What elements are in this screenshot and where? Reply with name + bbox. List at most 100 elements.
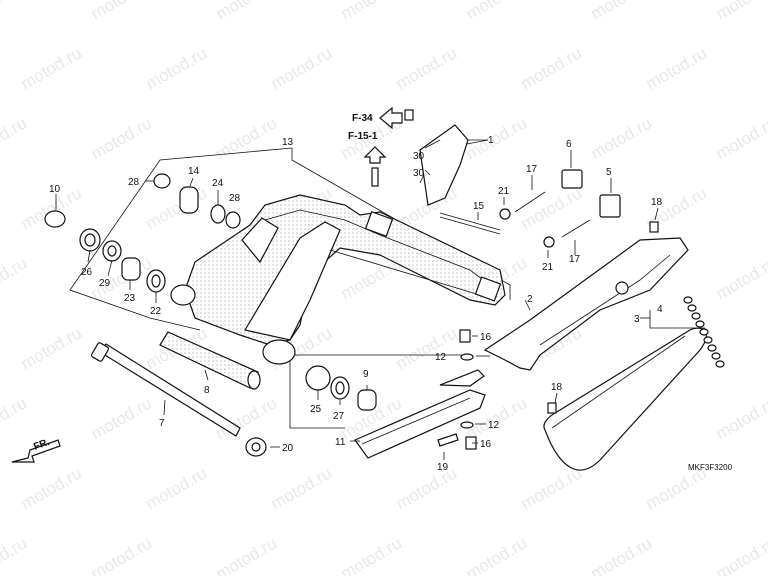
- watermark-text: motod.ru: [213, 533, 281, 576]
- watermark-text: motod.ru: [393, 463, 461, 513]
- callout-3: 3: [634, 314, 640, 325]
- front-arrow-label: FR.: [32, 437, 51, 453]
- watermark-text: motod.ru: [18, 323, 86, 373]
- watermark-text: motod.ru: [588, 533, 656, 576]
- watermark-text: motod.ru: [518, 183, 586, 233]
- watermark-text: motod.ru: [0, 0, 30, 23]
- callout-18a: 18: [651, 197, 663, 208]
- watermark-text: motod.ru: [518, 43, 586, 93]
- watermark-text: motod.ru: [213, 0, 281, 23]
- chain-link: [703, 336, 713, 344]
- watermark-text: motod.ru: [338, 533, 406, 576]
- callout-23: 23: [124, 293, 136, 304]
- watermark-text: motod.ru: [713, 0, 768, 23]
- chain-links: [683, 296, 725, 368]
- watermark-text: motod.ru: [143, 183, 211, 233]
- chain-link: [699, 328, 709, 336]
- swingarm: [170, 194, 506, 365]
- chain-link: [683, 296, 693, 304]
- pivot-parts: [90, 331, 267, 457]
- watermark-text: motod.ru: [143, 463, 211, 513]
- callout-12a: 12: [435, 352, 447, 363]
- drive-chain: [543, 296, 725, 471]
- callout-19: 19: [437, 462, 449, 473]
- callout-30a: 30: [413, 151, 425, 162]
- callout-6: 6: [566, 139, 572, 150]
- watermark-text: motod.ru: [88, 113, 156, 163]
- watermark-text: motod.ru: [88, 253, 156, 303]
- watermark-text: motod.ru: [518, 463, 586, 513]
- callout-16a: 16: [480, 332, 492, 343]
- callout-21b: 21: [542, 262, 554, 273]
- ref-f34: F-34: [352, 113, 373, 124]
- callout-16b: 16: [480, 439, 492, 450]
- callout-1: 1: [488, 135, 494, 146]
- watermark-text: motod.ru: [588, 113, 656, 163]
- watermark-text: motod.ru: [88, 393, 156, 443]
- callout-26: 26: [81, 267, 93, 278]
- watermark-text: motod.ru: [463, 0, 531, 23]
- callout-4: 4: [657, 304, 663, 315]
- callout-labels: 1 2 3 4 5 6 7 8 9 10 11 12 12 13 14 15 1…: [49, 135, 663, 473]
- watermark-text: motod.ru: [0, 393, 30, 443]
- leader-lines: [55, 139, 659, 460]
- diagram-code: MKF3F3200: [688, 463, 733, 472]
- callout-28b: 28: [229, 193, 241, 204]
- watermark-text: motod.ru: [88, 0, 156, 23]
- callout-5: 5: [606, 167, 612, 178]
- watermark-text: motod.ru: [0, 113, 30, 163]
- callout-21a: 21: [498, 186, 510, 197]
- watermark-text: motod.ru: [463, 533, 531, 576]
- watermark-text: motod.ru: [713, 113, 768, 163]
- callout-20: 20: [282, 443, 294, 454]
- watermark-text: motod.ru: [713, 253, 768, 303]
- callout-27: 27: [333, 411, 345, 422]
- callout-28a: 28: [128, 177, 140, 188]
- watermark-text: motod.ru: [338, 0, 406, 23]
- chain-link: [691, 312, 701, 320]
- callout-24: 24: [212, 178, 224, 189]
- callout-17a: 17: [526, 164, 538, 175]
- chain-link: [715, 360, 725, 368]
- callout-9: 9: [363, 369, 369, 380]
- watermark-text: motod.ru: [268, 43, 336, 93]
- front-arrow: FR.: [11, 437, 61, 463]
- watermark-text: motod.ru: [463, 113, 531, 163]
- callout-10: 10: [49, 184, 61, 195]
- watermark-text: motod.ru: [393, 43, 461, 93]
- watermark-text: motod.ru: [588, 0, 656, 23]
- callout-12b: 12: [488, 420, 500, 431]
- hardware: [371, 109, 659, 450]
- chain-case: [483, 237, 689, 371]
- watermark-text: motod.ru: [713, 393, 768, 443]
- bearings: [44, 173, 377, 411]
- callout-22: 22: [150, 306, 162, 317]
- watermark-text: motod.ru: [0, 253, 30, 303]
- watermark-text: motod.ru: [713, 533, 768, 576]
- chain-link: [707, 344, 717, 352]
- callout-8: 8: [204, 385, 210, 396]
- callout-14: 14: [188, 166, 200, 177]
- callout-25: 25: [310, 404, 322, 415]
- callout-11: 11: [335, 437, 346, 448]
- watermark-text: motod.ru: [268, 463, 336, 513]
- watermark-text: motod.ru: [393, 323, 461, 373]
- chain-link: [711, 352, 721, 360]
- watermark-text: motod.ru: [643, 43, 711, 93]
- watermark-text: motod.ru: [18, 43, 86, 93]
- callout-15: 15: [473, 201, 485, 212]
- callout-18b: 18: [551, 382, 563, 393]
- callout-2: 2: [527, 294, 533, 305]
- ref-f151: F-15-1: [348, 131, 378, 142]
- watermark-text: motod.ru: [88, 533, 156, 576]
- callout-30b: 30: [413, 168, 425, 179]
- ref-arrows: F-34 F-15-1: [348, 106, 403, 164]
- callout-7: 7: [159, 418, 165, 429]
- watermark-text: motod.ru: [213, 113, 281, 163]
- watermark-text: motod.ru: [143, 43, 211, 93]
- chain-link: [687, 304, 697, 312]
- chain-slider: [354, 369, 486, 459]
